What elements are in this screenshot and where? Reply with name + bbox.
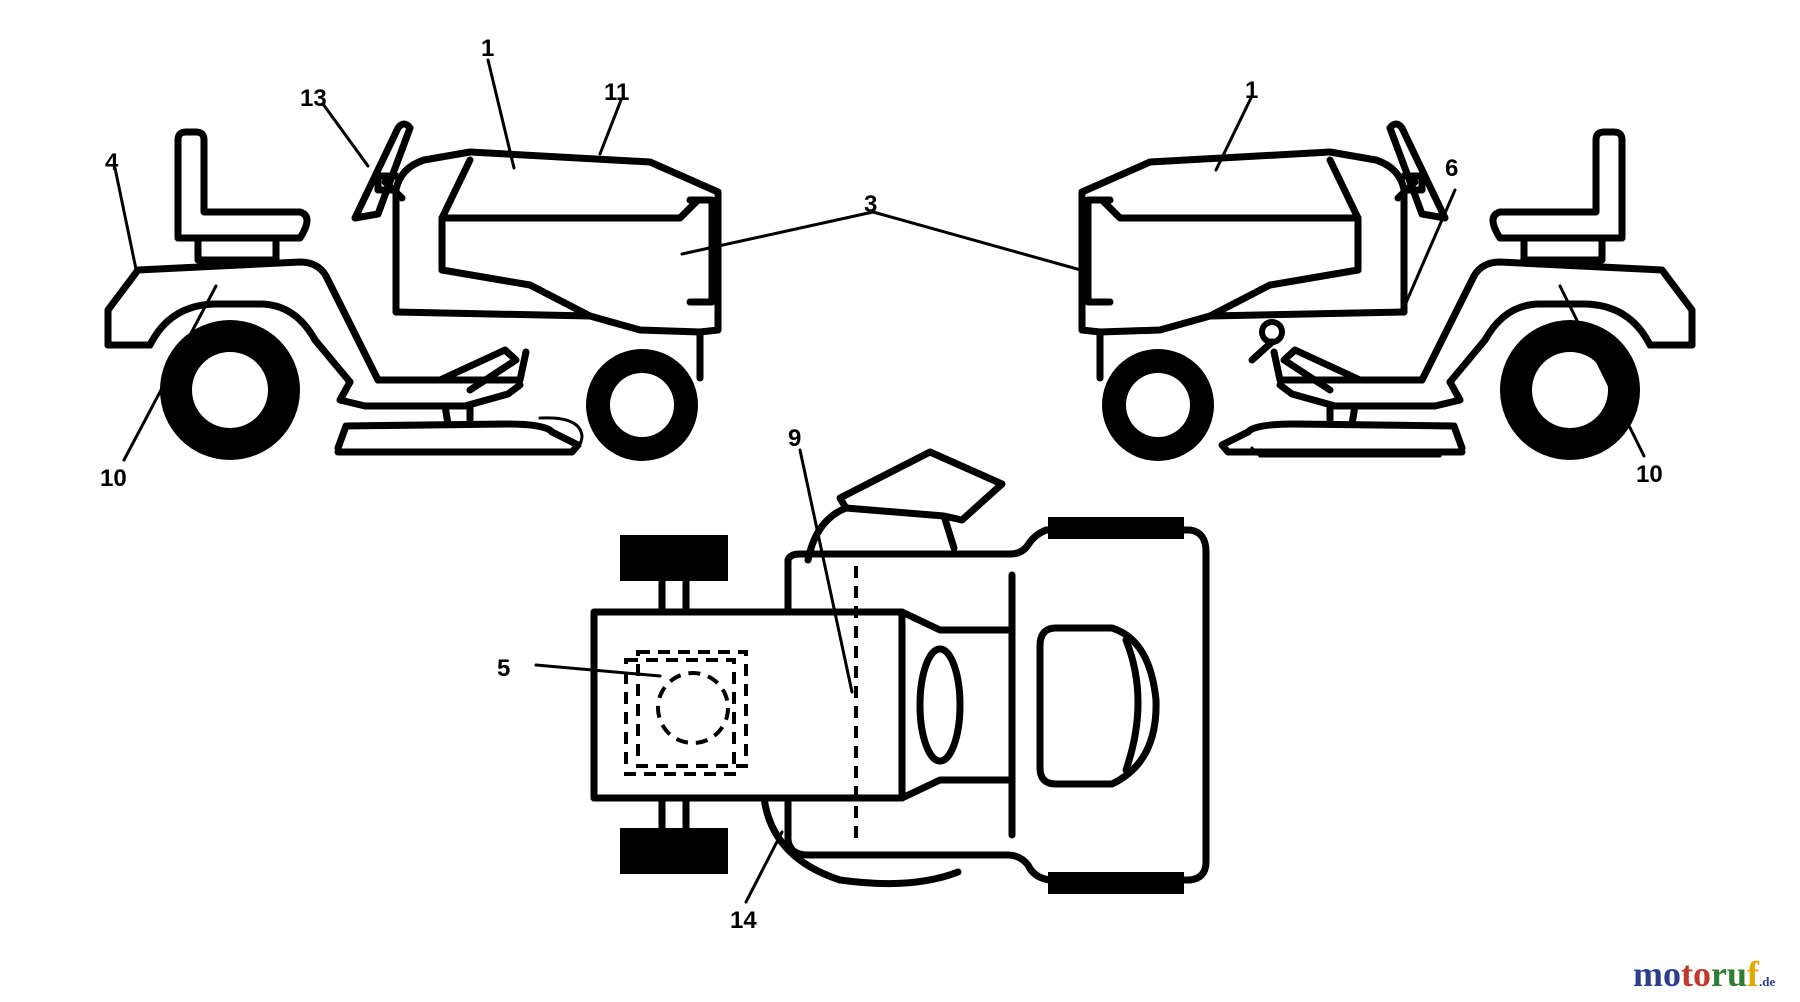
callout-9: 9 bbox=[788, 425, 801, 452]
callout-5: 5 bbox=[497, 655, 510, 682]
motoruf-watermark-logo: motoruf.de bbox=[1633, 953, 1775, 995]
watermark-part-ru: ru bbox=[1711, 954, 1747, 994]
watermark-part-to: to bbox=[1681, 954, 1711, 994]
tractor-left-side-view bbox=[104, 120, 722, 461]
callout-13: 13 bbox=[300, 85, 327, 112]
callout-3: 3 bbox=[864, 191, 877, 218]
watermark-part-mo: mo bbox=[1633, 954, 1681, 994]
watermark-tld: .de bbox=[1759, 974, 1776, 989]
callout-1-right: 1 bbox=[1245, 77, 1258, 104]
leader-lines bbox=[113, 58, 1646, 904]
callout-10-left: 10 bbox=[100, 465, 127, 492]
tractor-right-side-view bbox=[1078, 120, 1696, 461]
callout-14: 14 bbox=[730, 907, 757, 934]
callout-labels: 1 11 13 4 3 10 1 6 10 9 5 14 bbox=[100, 35, 1663, 934]
watermark-part-f: f bbox=[1747, 954, 1759, 994]
callout-6: 6 bbox=[1445, 155, 1458, 182]
callout-1-left: 1 bbox=[481, 35, 494, 62]
callout-10-right: 10 bbox=[1636, 461, 1663, 488]
callout-4: 4 bbox=[105, 149, 119, 176]
callout-11: 11 bbox=[604, 79, 629, 106]
tractor-top-view bbox=[590, 448, 1210, 894]
